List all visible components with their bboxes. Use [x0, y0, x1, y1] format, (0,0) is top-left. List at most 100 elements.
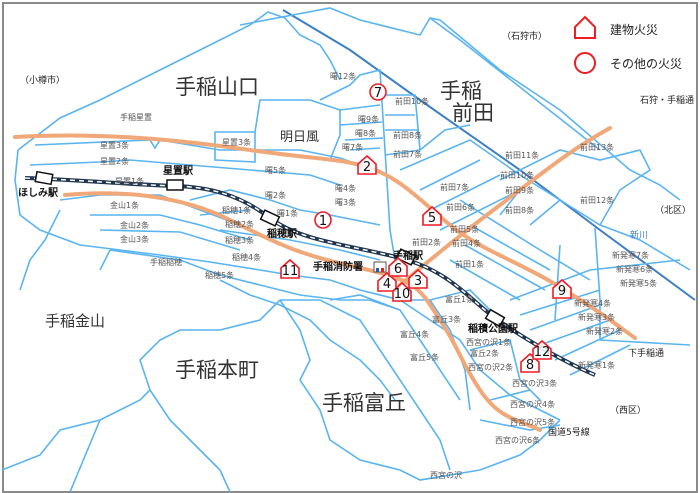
incident-number: 12 [534, 345, 551, 360]
area-honcho: 手稲本町 [175, 358, 259, 382]
circle-outline-icon [314, 211, 332, 229]
area-asukaze: 明日風 [280, 130, 319, 145]
incident-marker-6[interactable]: 6 [388, 256, 408, 277]
hoshimi-station-icon [34, 170, 54, 186]
inaho-station-icon [259, 209, 281, 227]
district-label: 新発寒1条 [578, 360, 615, 370]
incident-marker-5[interactable]: 5 [422, 205, 442, 226]
district-label: 新発寒4条 [574, 298, 611, 308]
label-fire-station: 手稲消防署 [313, 260, 363, 273]
incident-number: 11 [282, 264, 299, 279]
inazumi-station-icon [484, 308, 506, 328]
incident-marker-11[interactable]: 11 [280, 258, 300, 279]
station-labels: ほしみ駅 星置駅 稲穂駅 手稲駅 稲積公園駅 手稲消防署 [18, 165, 519, 335]
label-nishi: （西区） [610, 405, 646, 416]
district-label: 稲穂3条 [225, 235, 254, 245]
incident-number: 2 [363, 160, 371, 175]
house-outline-icon [392, 281, 412, 302]
district-label: 前田7条 [440, 182, 469, 192]
area-labels: 手稲山口 手稲 前田 手稲金山 手稲本町 手稲富丘 明日風 [45, 75, 494, 415]
incident-marker-1[interactable]: 1 [314, 211, 332, 229]
district-label: 西宮の沢5条 [510, 417, 555, 427]
district-label: 前田9条 [505, 185, 534, 195]
district-label: 新発寒7条 [612, 250, 649, 260]
district-label: 曙9条 [358, 114, 379, 124]
house-outline-icon [532, 339, 552, 360]
label-shimoteine-road: 下手稲通 [628, 347, 664, 359]
incident-marker-12[interactable]: 12 [532, 339, 552, 360]
district-label: 前田7条 [393, 149, 422, 159]
incident-number: 9 [558, 284, 566, 299]
district-label: 前田6条 [446, 202, 475, 212]
district-label: 前田8条 [393, 130, 422, 140]
district-label: 西宮の沢 [430, 470, 462, 480]
hoshioki-station-icon [166, 179, 184, 191]
district-label: 稲穂2条 [225, 219, 254, 229]
label-hoshimi-station: ほしみ駅 [18, 187, 59, 199]
district-label: 稲穂4条 [232, 252, 261, 262]
district-label: 前田12条 [580, 195, 614, 205]
district-label: 新発寒2条 [586, 326, 623, 336]
house-outline-icon [552, 278, 572, 299]
district-label: 星置3条 [222, 137, 251, 147]
district-label: 星置3条 [100, 140, 129, 150]
house-outline-icon [408, 268, 428, 289]
area-maeda-2: 前田 [452, 101, 494, 125]
ward-boundary-line [282, 9, 696, 301]
district-label: 西宮の沢3条 [512, 378, 557, 388]
district-label: 前田13条 [580, 142, 614, 152]
railway-line [24, 170, 596, 377]
incident-number: 6 [394, 262, 402, 277]
district-label: 星置2条 [100, 156, 129, 166]
district-label: 曙3条 [335, 197, 356, 207]
district-label: 稲穂1条 [222, 205, 251, 215]
incident-number: 7 [374, 86, 382, 101]
incident-marker-7[interactable]: 7 [369, 83, 387, 101]
district-label: 西宮の沢6条 [495, 435, 540, 445]
district-label: 曙7条 [342, 142, 363, 152]
district-label: 富丘5条 [410, 352, 439, 362]
district-label: 手稲稲穂 [150, 257, 182, 267]
district-label: 星置1条 [115, 176, 144, 186]
label-teine-station: 手稲駅 [393, 249, 424, 262]
incident-marker-2[interactable]: 2 [357, 154, 377, 175]
label-kita: （北区） [655, 205, 691, 216]
area-tomioka: 手稲富丘 [322, 391, 406, 415]
teine-station-icon [395, 248, 417, 266]
district-label: 前田8条 [505, 205, 534, 215]
neighbor-labels: （小樽市） （石狩市） （北区） （西区） 石狩・手稲通 下手稲通 国道5号線 … [20, 30, 694, 438]
label-hoshioki-station: 星置駅 [163, 165, 194, 177]
district-label: 前田1条 [455, 259, 484, 269]
district-label: 前田2条 [412, 237, 441, 247]
circle-outline-icon [369, 83, 387, 101]
house-outline-icon [388, 256, 408, 277]
incident-number: 8 [526, 358, 534, 373]
incident-marker-3[interactable]: 3 [408, 268, 428, 289]
district-label: 金山1条 [110, 200, 139, 210]
district-label: 曙5条 [265, 165, 286, 175]
district-label: 曙1条 [277, 208, 298, 218]
label-shinkawa: 新川 [630, 229, 648, 241]
district-label: 新発寒5条 [620, 278, 657, 288]
district-label: 富丘4条 [400, 329, 429, 339]
legend: 建物火災 その他の火災 [574, 15, 682, 74]
house-outline-icon [280, 258, 300, 279]
district-label: 前田5条 [450, 224, 479, 234]
incident-number: 10 [394, 287, 411, 302]
label-inaho-station: 稲穂駅 [267, 227, 298, 240]
district-label: 曙4条 [335, 183, 356, 193]
circle-outline-icon [574, 52, 596, 74]
incident-number: 1 [319, 214, 327, 229]
incident-marker-10[interactable]: 10 [392, 281, 412, 302]
district-label: 曙8条 [355, 128, 376, 138]
incident-marker-9[interactable]: 9 [552, 278, 572, 299]
fire-station-icon [373, 261, 387, 273]
label-ishikari: （石狩市） [502, 30, 547, 42]
district-label: 前田11条 [505, 150, 539, 160]
area-yamaguchi: 手稲山口 [175, 75, 259, 99]
district-label: 稲穂5条 [205, 270, 234, 280]
